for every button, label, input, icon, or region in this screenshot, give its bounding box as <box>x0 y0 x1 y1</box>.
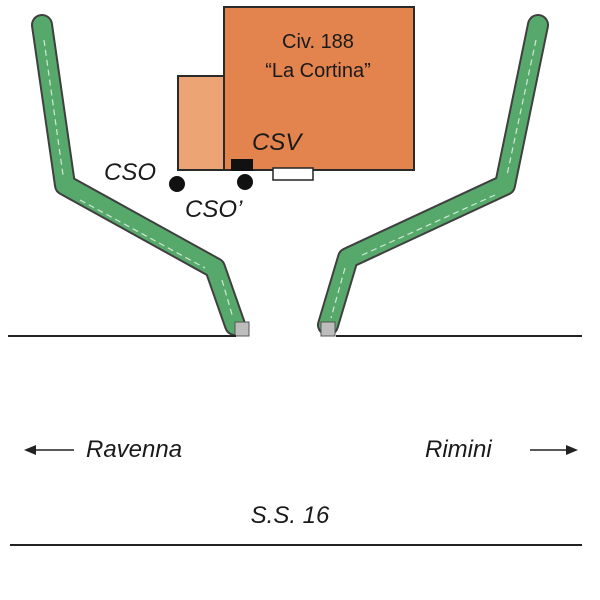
building-main <box>223 6 415 171</box>
csv-outline-box <box>272 167 314 181</box>
arrow-left-icon <box>24 445 74 455</box>
left-gate-post <box>234 321 250 337</box>
building-name: “La Cortina” <box>265 60 371 82</box>
arrow-right-icon <box>530 445 578 455</box>
direction-left-label: Ravenna <box>86 436 182 463</box>
csv-marker <box>231 159 253 171</box>
building-annex <box>177 75 225 171</box>
cso-marker <box>169 176 185 192</box>
road-name: S.S. 16 <box>251 502 330 529</box>
cso-prime-label: CSO’ <box>185 196 243 223</box>
csv-label: CSV <box>252 129 303 156</box>
direction-right-label: Rimini <box>425 436 492 463</box>
left-hedge <box>31 14 246 336</box>
cso-label: CSO <box>104 159 156 186</box>
building-number: Civ. 188 <box>282 31 354 53</box>
right-hedge <box>317 14 549 336</box>
right-gate-post <box>320 321 336 337</box>
cso-prime-marker <box>237 174 253 190</box>
